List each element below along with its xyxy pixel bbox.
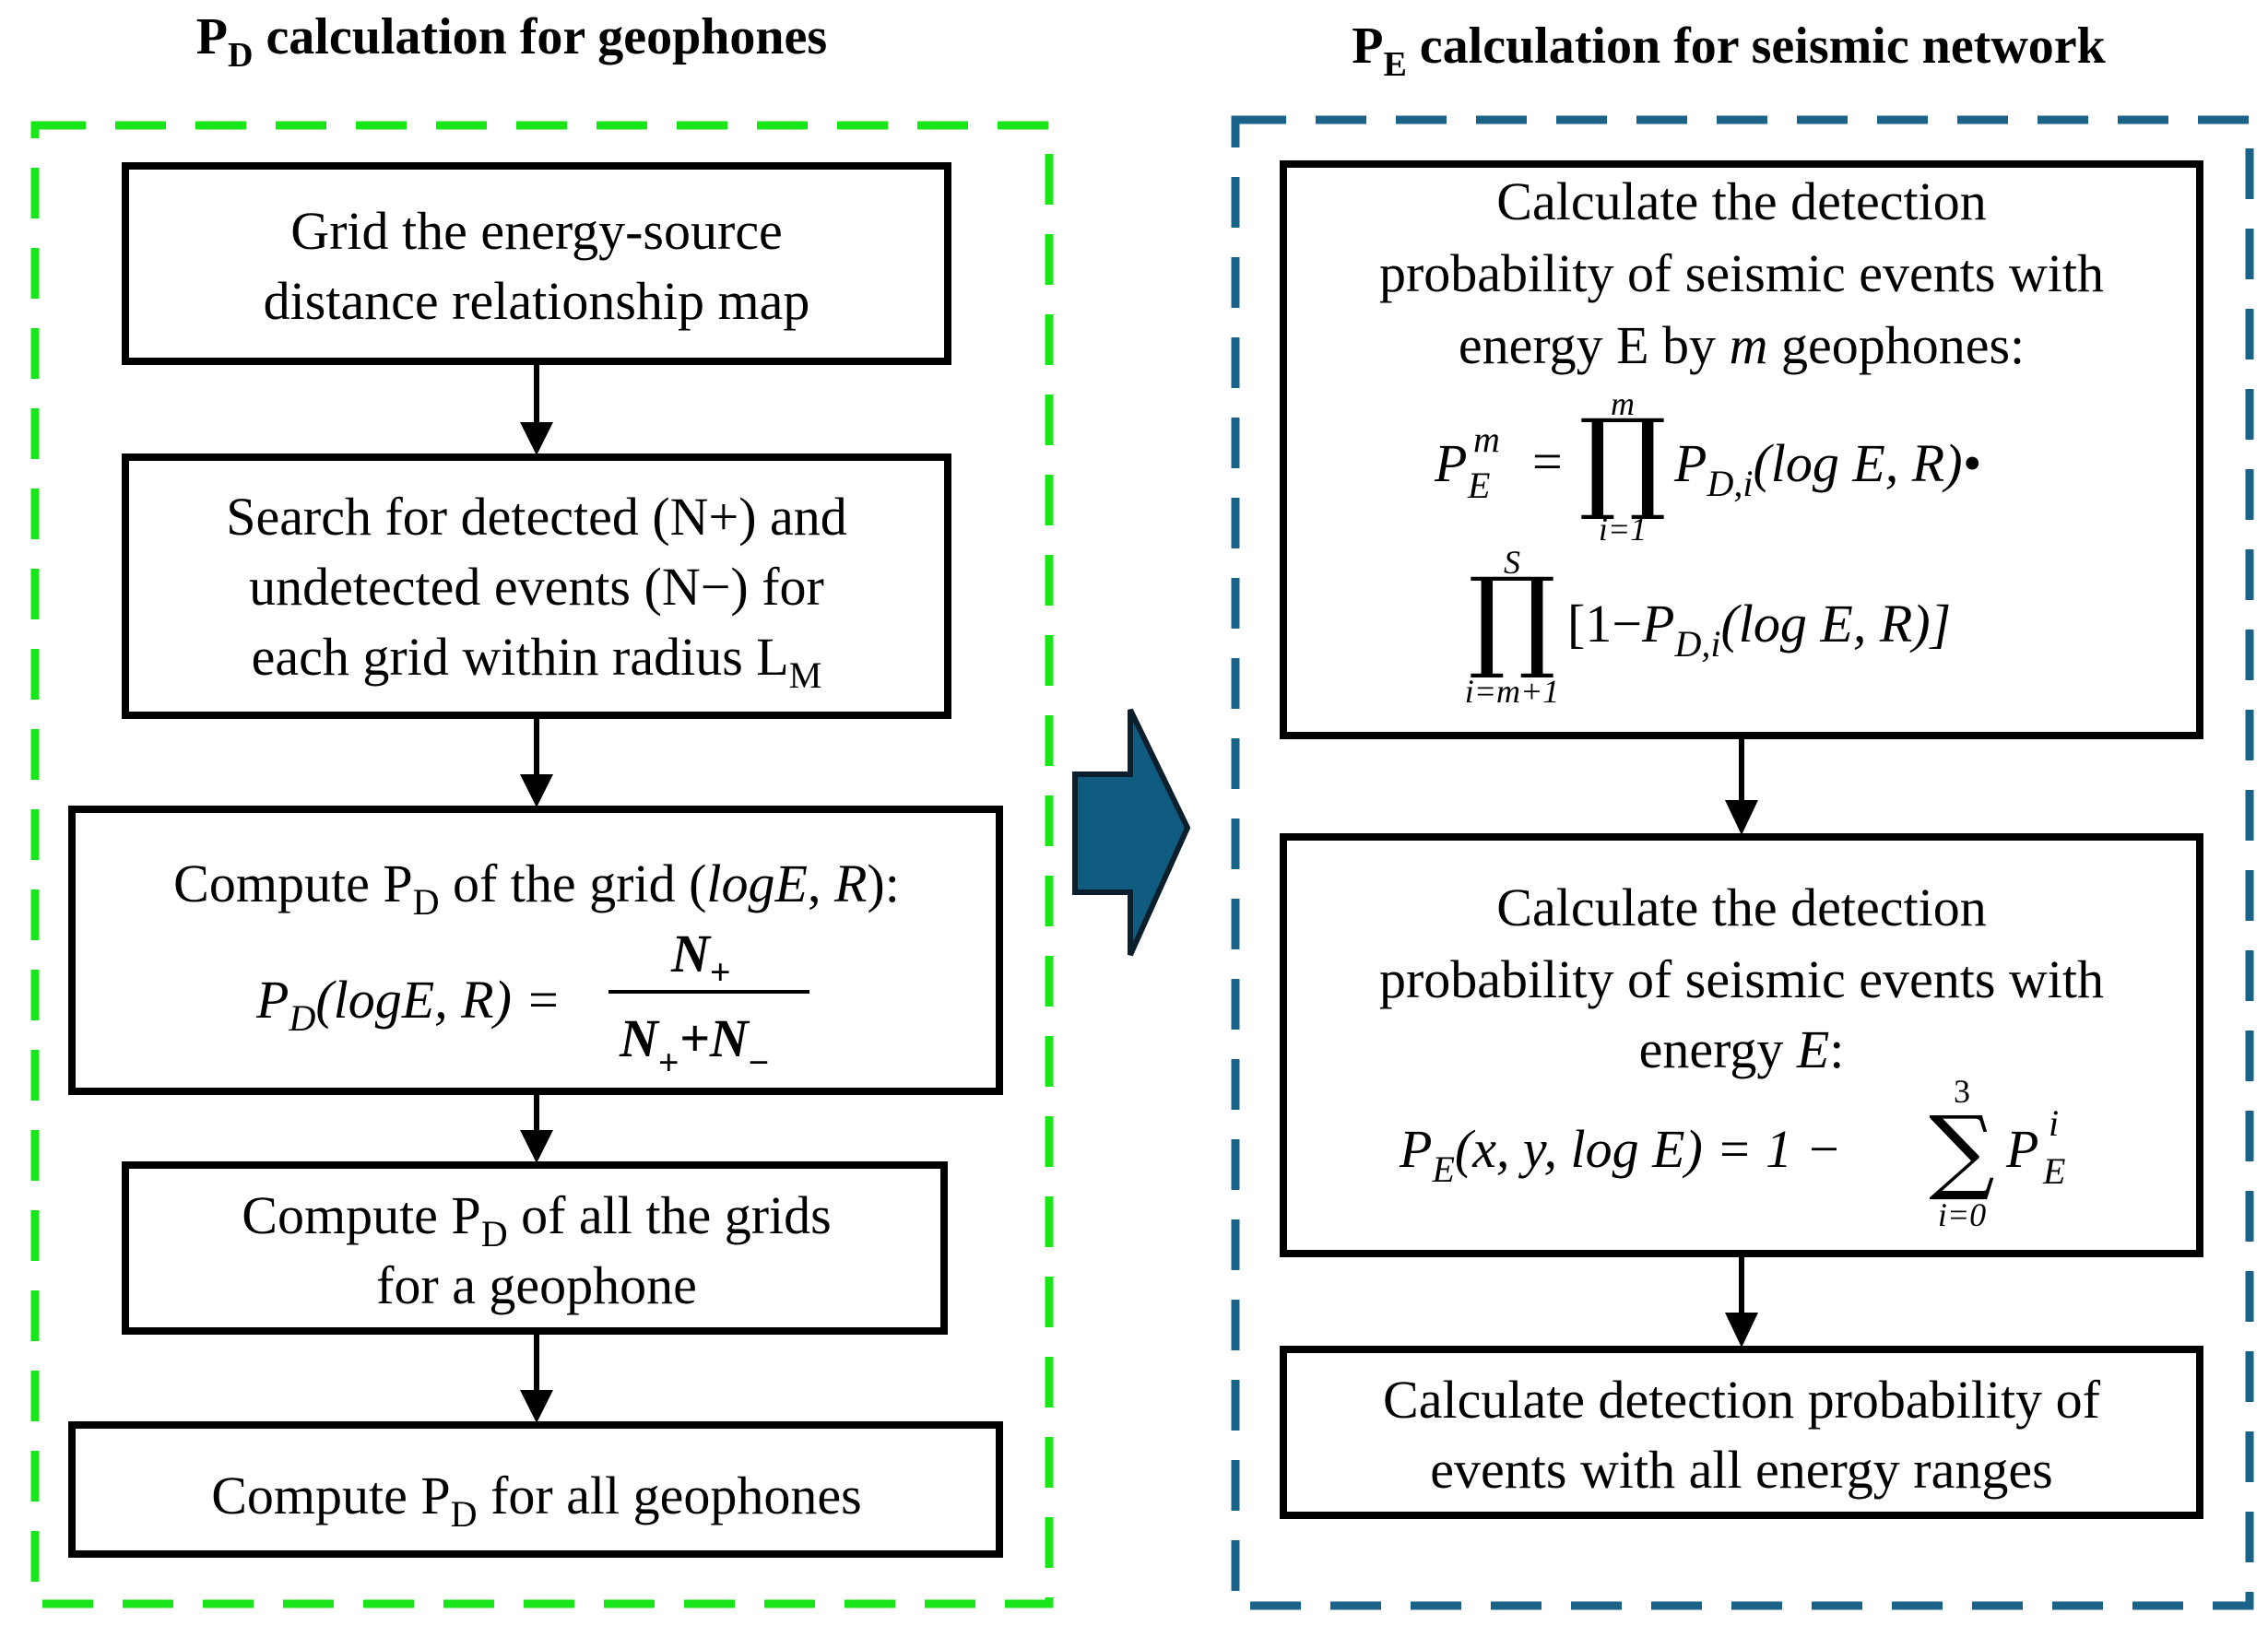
right-step-2-sum-top: 3 (1954, 1073, 1970, 1110)
right-step-3-box (1280, 1346, 2203, 1519)
right-arrow-1-head (1725, 800, 1758, 835)
right-step-2-formula-term: P (2005, 1119, 2038, 1179)
right-step-1-line-3: energy E by m geophones: (1459, 315, 2025, 375)
left-arrow-4-head (520, 1390, 553, 1423)
right-step-1-line-1: Calculate the detection (1496, 171, 1986, 231)
right-step-2-line-3: energy E: (1639, 1019, 1845, 1079)
right-step-2-line-2: probability of seismic events with (1379, 949, 2104, 1009)
right-step-1-formula-term: PD,i(log E, R)• (1673, 433, 1981, 504)
left-step-1-box (122, 162, 951, 365)
left-step-4-line-2: for a geophone (376, 1255, 697, 1315)
left-arrow-2-head (520, 774, 553, 807)
right-step-2-box (1280, 833, 2203, 1257)
left-step-3-line-1: Compute PD of the grid (logE, R): (173, 854, 900, 923)
right-step-1-formula-eq: = (1532, 431, 1563, 491)
left-panel-title: PD calculation for geophones (196, 8, 827, 75)
left-step-3-denominator: N++N− (619, 1008, 769, 1083)
left-step-3-formula-lhs: PD(logE, R) = (255, 970, 561, 1039)
left-panel-frame (30, 121, 1054, 1608)
left-step-4-line-1: Compute PD of all the grids (242, 1185, 831, 1254)
right-step-2-formula-term-sup: i (2049, 1102, 2059, 1144)
right-step-1-prod-icon: ∏ (1578, 396, 1667, 524)
left-step-2-line-2: undetected events (N−) for (249, 557, 824, 617)
right-step-1-formula-P: P (1434, 433, 1467, 493)
right-step-1-prod2-top: S (1504, 544, 1520, 581)
right-step-1-prod2-bottom: i=m+1 (1465, 673, 1560, 710)
left-step-1-line-2: distance relationship map (264, 271, 810, 331)
right-step-1-line-2: probability of seismic events with (1379, 243, 2104, 303)
left-arrow-1-head (520, 422, 553, 455)
right-arrow-2-head (1725, 1313, 1758, 1348)
left-step-3-box (68, 806, 1003, 1095)
right-panel-title: PE calculation for seismic network (1352, 18, 2106, 84)
left-step-1-line-1: Grid the energy-source (290, 201, 783, 261)
left-arrow-3-head (520, 1130, 553, 1163)
right-step-3-line-1: Calculate detection probability of (1383, 1370, 2101, 1430)
left-step-2-line-1: Search for detected (N+) and (226, 487, 847, 547)
right-step-1-prod-bottom: i=1 (1599, 511, 1647, 548)
right-step-2-formula: PE(x, y, log E) = 1 − (1399, 1119, 1842, 1190)
right-panel-frame (1231, 115, 2254, 1610)
right-step-2-sum-bottom: i=0 (1938, 1196, 1986, 1233)
right-step-2-line-1: Calculate the detection (1496, 877, 1986, 937)
transition-arrow (1072, 708, 1191, 957)
left-step-2-line-3: each grid within radius LM (252, 627, 822, 696)
left-step-5-box (68, 1421, 1003, 1558)
right-step-1-formula-sup: m (1473, 418, 1500, 460)
right-step-1-prod2-icon: ∏ (1468, 555, 1556, 683)
left-step-4-box (122, 1161, 948, 1335)
left-step-5-line-1: Compute PD for all geophones (211, 1466, 861, 1535)
left-step-2-box (122, 453, 951, 719)
left-step-3-numerator: N+ (670, 924, 731, 993)
right-step-2-sum-icon: ∑ (1929, 1096, 1994, 1204)
right-step-2-formula-term-sub: E (2042, 1150, 2065, 1192)
right-step-1-formula2-term: [1−PD,i(log E, R)] (1567, 594, 1951, 665)
right-step-1-formula-sub: E (1467, 465, 1490, 506)
right-step-3-line-2: events with all energy ranges (1430, 1440, 2052, 1500)
right-step-1-prod-top: m (1611, 385, 1635, 422)
